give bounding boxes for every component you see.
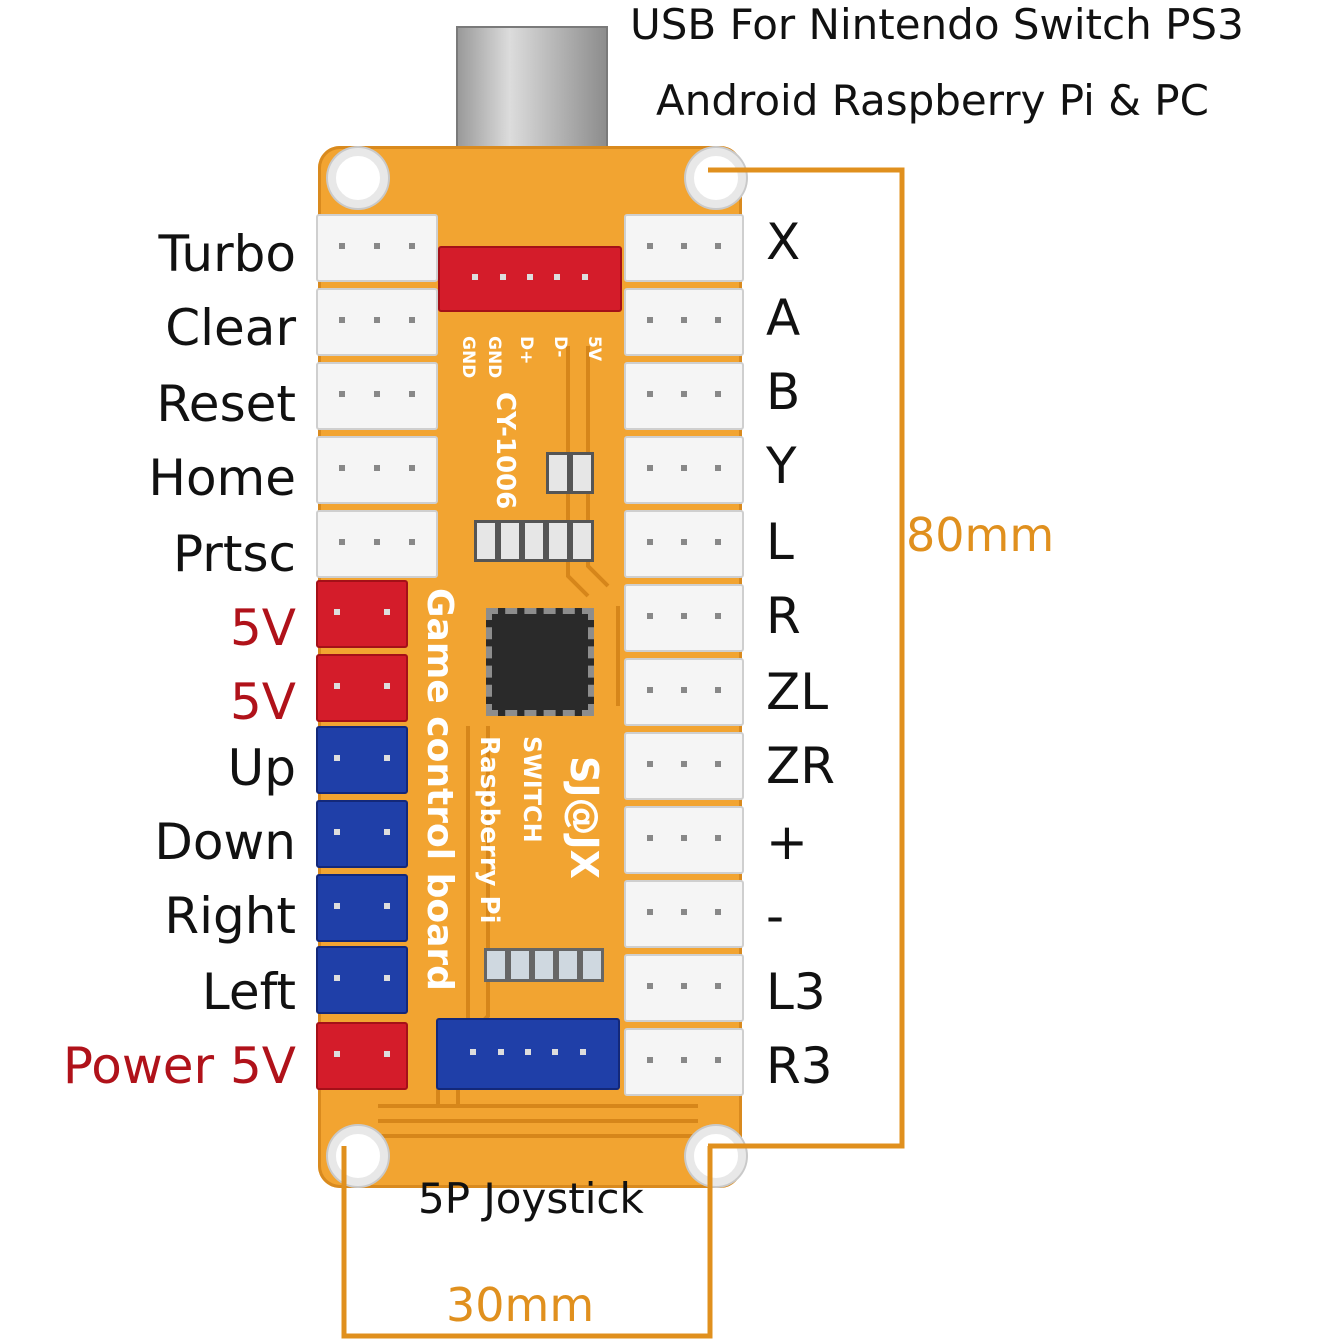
connector-a (624, 288, 744, 356)
label-b: B (766, 363, 801, 421)
joystick-header-connector (436, 1018, 620, 1090)
connector-y (624, 436, 744, 504)
label-l: L (766, 513, 794, 571)
label-x: X (766, 213, 801, 271)
label-l3: L3 (766, 963, 826, 1021)
label-down: Down (154, 813, 296, 871)
connector-5v (316, 654, 408, 722)
resistor (570, 520, 594, 562)
connector-r (624, 584, 744, 652)
connector-turbo (316, 214, 438, 282)
connector-home (316, 436, 438, 504)
label-5v: 5V (229, 673, 296, 731)
led (532, 948, 556, 982)
label-right: Right (164, 887, 296, 945)
label-r3: R3 (766, 1037, 833, 1095)
header-line-1: USB For Nintendo Switch PS3 (630, 0, 1244, 49)
mount-hole (328, 1126, 388, 1186)
resistor (522, 520, 546, 562)
connector-r3 (624, 1028, 744, 1096)
label-plus: + (766, 813, 808, 871)
connector-x (624, 214, 744, 282)
label-5v: 5V (229, 599, 296, 657)
label-y: Y (766, 437, 797, 495)
connector-plus (624, 806, 744, 874)
mount-hole (686, 148, 746, 208)
led (556, 948, 580, 982)
connector-minus (624, 880, 744, 948)
label-home: Home (148, 449, 296, 507)
microcontroller-chip (486, 608, 594, 716)
connector-zr (624, 732, 744, 800)
dimension-width: 30mm (446, 1278, 595, 1332)
dimension-height: 80mm (906, 508, 1055, 562)
resistor (546, 520, 570, 562)
label-up: Up (227, 739, 296, 797)
led (580, 948, 604, 982)
header-line-2: Android Raspberry Pi & PC (656, 76, 1209, 125)
label-zr: ZR (766, 737, 835, 795)
resistor (570, 452, 594, 494)
connector-clear (316, 288, 438, 356)
usb-header-connector (438, 246, 622, 312)
label-turbo: Turbo (158, 225, 296, 283)
mount-hole (686, 1126, 746, 1186)
connector-prtsc (316, 510, 438, 578)
joystick-caption: 5P Joystick (418, 1174, 644, 1223)
connector-l (624, 510, 744, 578)
connector-power-5v (316, 1022, 408, 1090)
resistor (498, 520, 522, 562)
connector-right (316, 874, 408, 942)
connector-reset (316, 362, 438, 430)
led (484, 948, 508, 982)
label-r: R (766, 587, 801, 645)
resistor (474, 520, 498, 562)
connector-down (316, 800, 408, 868)
led (508, 948, 532, 982)
connector-left (316, 946, 408, 1014)
connector-b (624, 362, 744, 430)
label-a: A (766, 289, 801, 347)
resistor (546, 452, 570, 494)
mount-hole (328, 148, 388, 208)
label-clear: Clear (165, 299, 296, 357)
connector-5v (316, 580, 408, 648)
label-zl: ZL (766, 663, 829, 721)
label-prtsc: Prtsc (173, 525, 296, 583)
label-left: Left (201, 963, 296, 1021)
label-reset: Reset (156, 375, 296, 433)
label-minus: - (766, 887, 785, 945)
connector-up (316, 726, 408, 794)
label-power-5v: Power 5V (62, 1037, 296, 1095)
connector-l3 (624, 954, 744, 1022)
connector-zl (624, 658, 744, 726)
